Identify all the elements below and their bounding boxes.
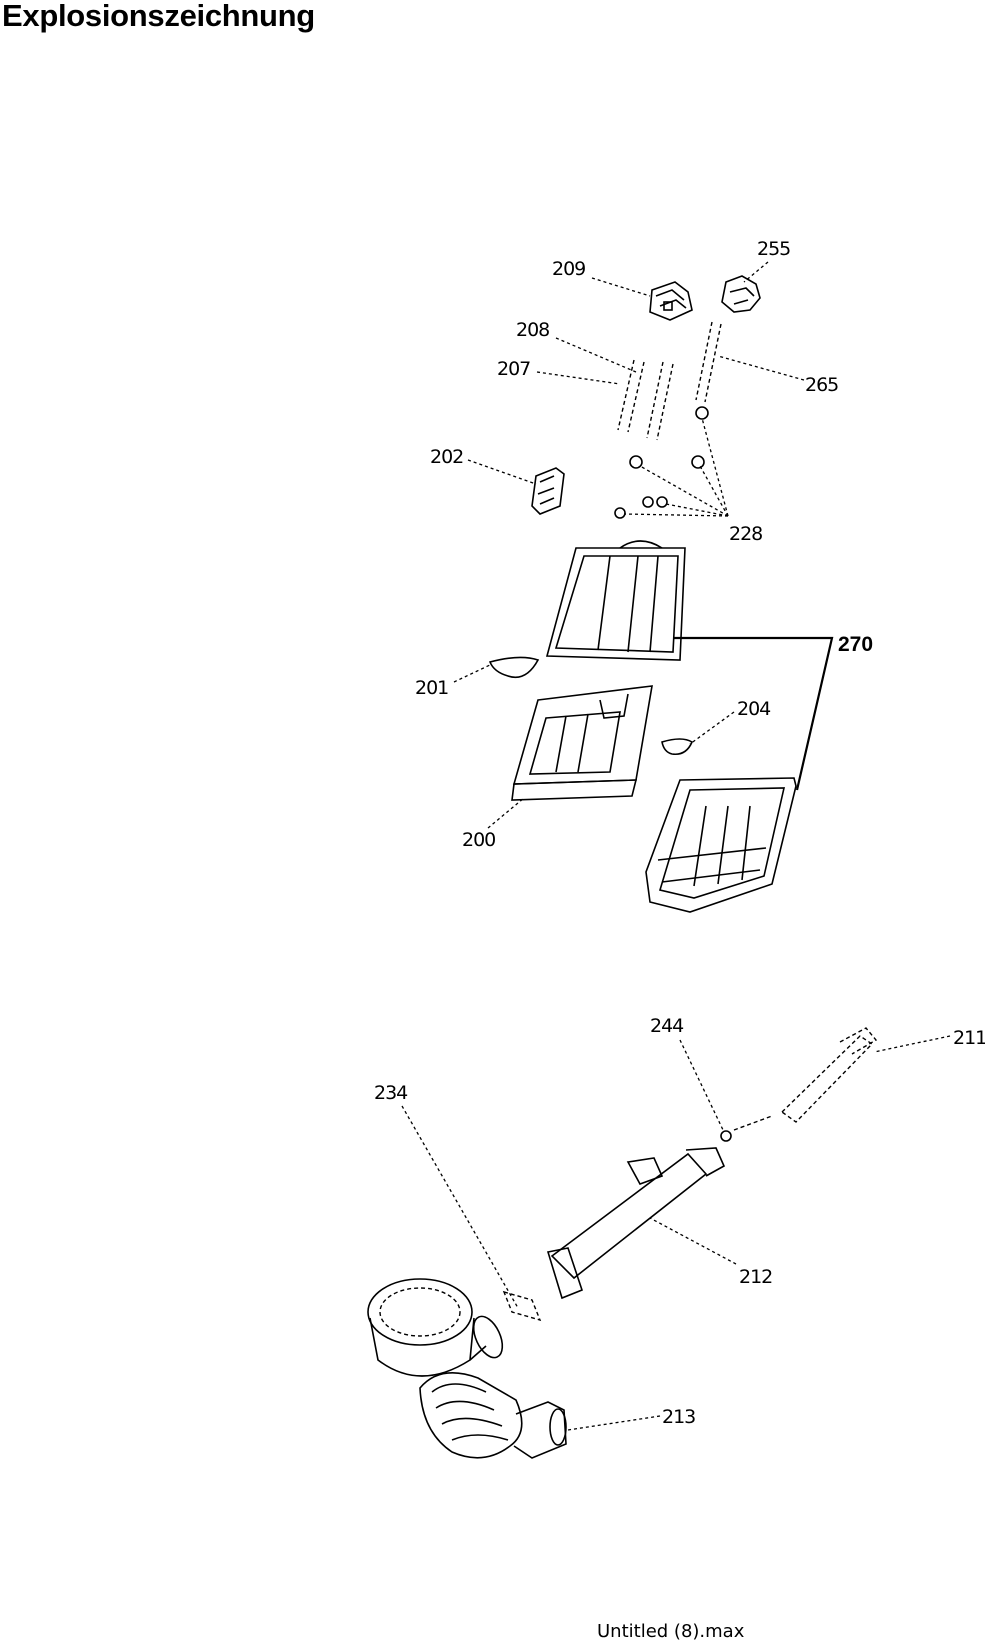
svg-text:255: 255: [757, 238, 790, 260]
svg-text:265: 265: [805, 374, 838, 396]
part-270-housing: [645, 777, 797, 913]
part-211: [780, 1027, 878, 1123]
callout-212: 212: [649, 1217, 773, 1288]
callout-213: 213: [567, 1406, 696, 1431]
svg-text:201: 201: [415, 677, 448, 699]
callout-202: 202: [430, 446, 537, 485]
part-207-208-tubes: [617, 359, 674, 441]
part-209: [649, 281, 693, 321]
part-234: [502, 1290, 542, 1322]
svg-text:208: 208: [516, 319, 549, 341]
svg-text:212: 212: [739, 1266, 772, 1288]
callout-208: 208: [516, 319, 637, 373]
svg-text:200: 200: [462, 829, 495, 851]
callout-265: 265: [717, 355, 839, 396]
part-255: [721, 275, 761, 313]
part-212-hose: [546, 1147, 726, 1300]
assembly-270-bracket: [673, 636, 834, 791]
svg-text:207: 207: [497, 358, 530, 380]
part-265-tube: [695, 321, 722, 403]
callout-200: 200: [462, 797, 525, 851]
part-200-drawer: [511, 685, 653, 801]
callout-228: 228: [623, 417, 763, 545]
part-213-bellows: [367, 1278, 567, 1459]
part-228-clips: [614, 406, 709, 519]
svg-text:202: 202: [430, 446, 463, 468]
part-270-lid: [545, 540, 686, 661]
svg-text:209: 209: [552, 258, 585, 280]
part-201: [488, 656, 540, 679]
callout-211: 211: [873, 1027, 985, 1053]
svg-text:213: 213: [662, 1406, 695, 1428]
callout-270: 270: [838, 633, 873, 656]
callout-204: 204: [689, 698, 772, 745]
callout-234: 234: [374, 1082, 519, 1309]
svg-text:204: 204: [737, 698, 771, 720]
svg-text:234: 234: [374, 1082, 408, 1104]
part-244: [720, 1115, 773, 1142]
callout-244: 244: [650, 1015, 725, 1133]
callout-207: 207: [497, 358, 621, 385]
part-202: [531, 467, 565, 515]
footer-filename: Untitled (8).max: [597, 1621, 745, 1642]
part-204: [661, 738, 694, 756]
svg-text:244: 244: [650, 1015, 684, 1037]
callout-255: 255: [743, 238, 791, 283]
callout-209: 209: [552, 258, 651, 297]
callout-201: 201: [415, 663, 493, 699]
page-title: Explosionszeichnung: [2, 0, 315, 33]
svg-text:228: 228: [729, 523, 762, 545]
svg-text:211: 211: [953, 1027, 985, 1049]
